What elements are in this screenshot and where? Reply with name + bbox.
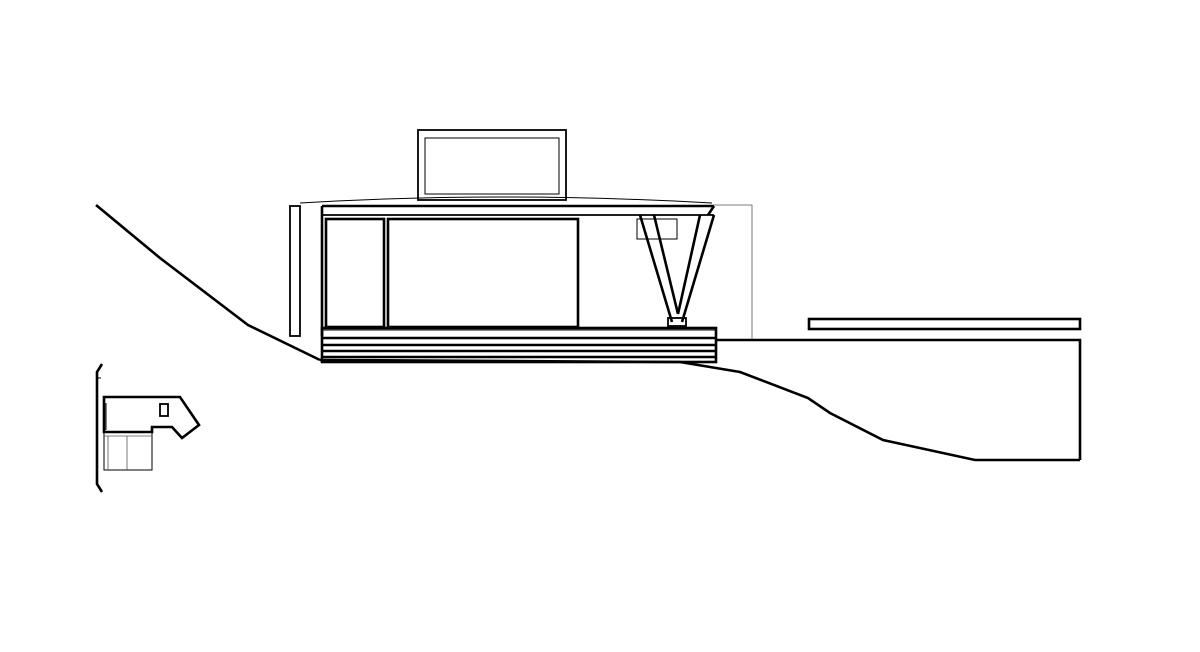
rooftop-box-outer [417,129,567,201]
rooftop-box-inner [424,137,560,195]
deck-slab [320,326,718,364]
rear-window [636,218,678,240]
rear-volume-outline [714,204,753,340]
rooftop-box [417,129,567,201]
strut-right-outer [680,214,716,323]
keyplan-bracket [95,363,104,493]
left-end-wall [289,205,301,337]
v-strut-support [638,214,716,327]
window-panel-main [386,217,580,329]
side-platform [807,317,1082,331]
roof-end-right [706,205,716,216]
strut-right-inner [676,214,702,315]
house [289,129,753,364]
hillside-line [95,203,321,362]
terrain-profile [95,203,1080,462]
strut-left-outer [638,214,674,323]
keyplan-house-outline [102,395,201,440]
slope-below-deck [319,358,1080,462]
strut-left-inner [652,214,680,315]
location-keyplan [95,363,201,493]
strut-foot [667,317,687,327]
ground-line-right [716,338,1082,460]
roof-curve [299,196,713,204]
window-panel-left [324,217,386,329]
keyplan-annex-outline [103,432,153,471]
keyplan-house-opening [159,403,169,417]
